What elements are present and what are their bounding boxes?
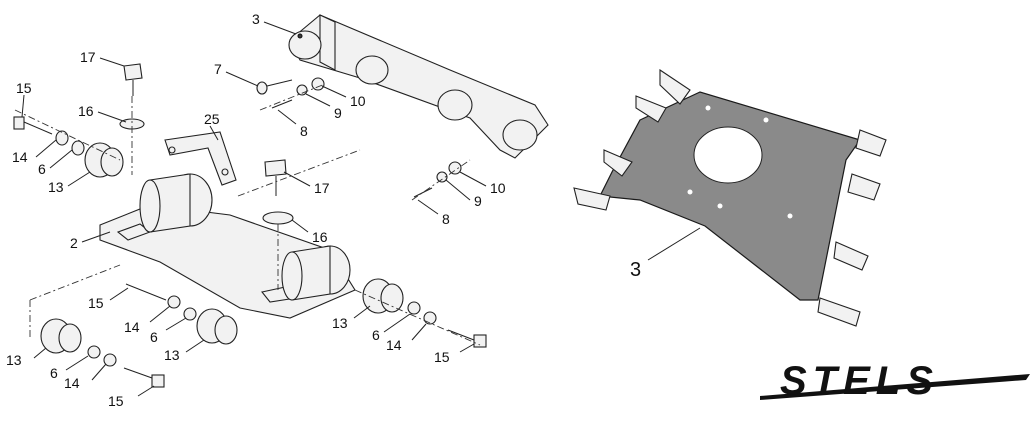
washer-14-mid (167, 295, 181, 309)
callout-17-middle: 17 (314, 180, 330, 196)
washer-9b (436, 171, 448, 183)
callout-3-plate: 3 (630, 259, 641, 281)
stels-logo-text: STELS (780, 359, 939, 403)
callout-9-top: 9 (334, 105, 342, 121)
washer-6-left (71, 140, 85, 156)
small-bracket (164, 131, 237, 186)
callout-13-bottom: 13 (6, 352, 22, 368)
callout-3-frame: 3 (252, 11, 260, 27)
washer-14-bottom (103, 353, 117, 367)
washer-16-middle (262, 211, 294, 225)
washer-14-right (423, 311, 437, 325)
callout-14-left: 14 (12, 149, 28, 165)
callout-13-left: 13 (48, 179, 64, 195)
callout-25: 25 (204, 111, 220, 127)
callout-14-mid: 14 (124, 319, 140, 335)
callout-7: 7 (214, 61, 222, 77)
callout-13-right: 13 (332, 315, 348, 331)
callout-6-mid: 6 (150, 329, 158, 345)
bolt-15-left (13, 116, 53, 135)
callout-10-top: 10 (350, 93, 366, 109)
washer-10b (448, 161, 462, 175)
callout-16-middle: 16 (312, 229, 328, 245)
bolt-17-middle (264, 159, 287, 196)
callout-14-right: 14 (386, 337, 402, 353)
bolt-15-bottom (123, 367, 165, 388)
bolt-7 (256, 79, 293, 95)
nut-8b (413, 187, 433, 198)
bolt-17-top (123, 63, 143, 96)
bushing-13-mid (196, 308, 238, 345)
callout-8-top: 8 (300, 123, 308, 139)
callout-6-right: 6 (372, 327, 380, 343)
callout-labels: 17 16 15 14 6 13 25 2 3 7 9 10 8 17 16 1… (6, 11, 641, 409)
callout-15-bottom: 15 (108, 393, 124, 409)
callout-9-right: 9 (474, 193, 482, 209)
bolt-15-right (447, 329, 487, 348)
assembly-lines (14, 83, 481, 346)
skid-plate-photo (573, 68, 887, 327)
callout-2: 2 (70, 235, 78, 251)
bushing-13-left (84, 142, 124, 178)
washer-6-mid (183, 307, 197, 321)
callout-17-top: 17 (80, 49, 96, 65)
upper-frame (288, 14, 549, 159)
callout-15-left: 15 (16, 80, 32, 96)
callout-14-bottom: 14 (64, 375, 80, 391)
leader-lines (21, 21, 701, 397)
bushing-13-right (362, 278, 404, 314)
callout-13-mid: 13 (164, 347, 180, 363)
washer-10a (311, 77, 325, 91)
washer-6-bottom (87, 345, 101, 359)
stels-logo: STELS (760, 359, 1030, 403)
callout-15-right: 15 (434, 349, 450, 365)
washer-14-left (55, 130, 69, 146)
bushing-13-bottom-left (40, 318, 82, 354)
callout-8-right: 8 (442, 211, 450, 227)
nut-8a (271, 99, 293, 109)
washer-6-right (407, 301, 421, 315)
callout-6-bottom: 6 (50, 365, 58, 381)
callout-15-mid: 15 (88, 295, 104, 311)
bolt-15-mid (125, 283, 167, 301)
swing-arm-bracket (99, 173, 356, 319)
callout-16-top: 16 (78, 103, 94, 119)
callout-10-right: 10 (490, 180, 506, 196)
callout-6-left: 6 (38, 161, 46, 177)
